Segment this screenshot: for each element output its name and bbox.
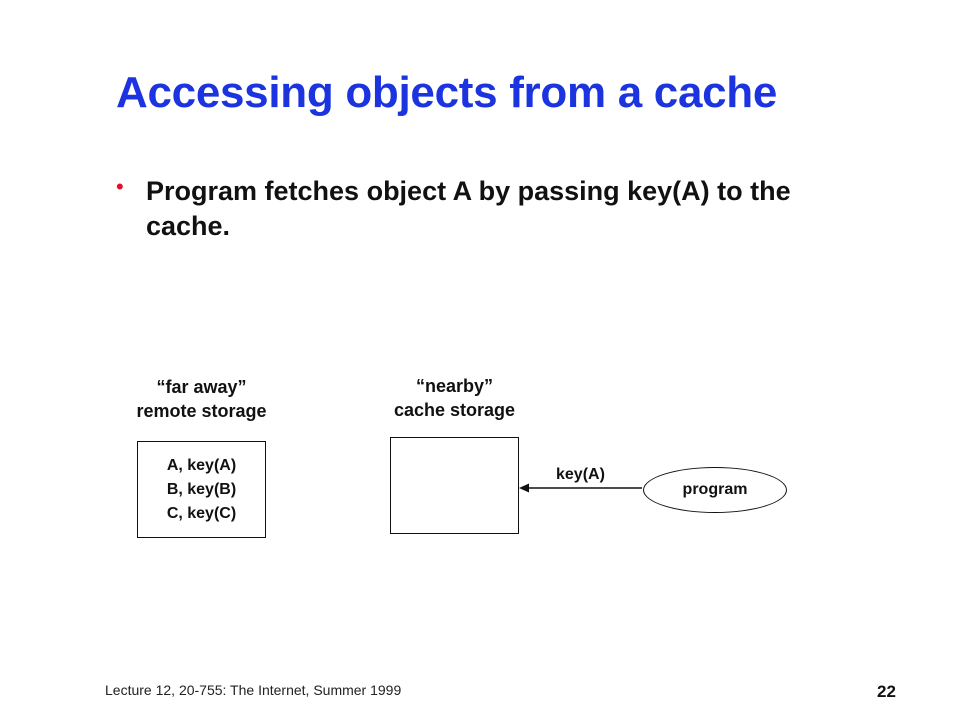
footer-text: Lecture 12, 20-755: The Internet, Summer… <box>105 682 402 698</box>
program-oval: program <box>643 467 787 513</box>
cache-storage-box <box>390 437 519 534</box>
slide-title: Accessing objects from a cache <box>116 68 778 117</box>
bullet-dot-icon: • <box>116 174 124 199</box>
remote-item: B, key(B) <box>166 480 237 498</box>
arrow-label: key(A) <box>556 466 605 483</box>
remote-item: C, key(C) <box>166 504 237 522</box>
remote-caption-line-1: “far away” <box>156 377 247 397</box>
remote-storage-box: A, key(A) B, key(B) C, key(C) <box>137 441 266 538</box>
cache-caption-line-1: “nearby” <box>415 376 494 396</box>
cache-caption-line-2: cache storage <box>393 400 516 420</box>
remote-storage-caption: “far away” remote storage <box>117 375 286 423</box>
remote-item: A, key(A) <box>166 456 237 474</box>
arrowhead-icon <box>519 483 529 493</box>
remote-caption-line-2: remote storage <box>136 401 267 421</box>
page-number: 22 <box>877 682 896 701</box>
request-arrow <box>519 483 642 493</box>
bullet-text: Program fetches object A by passing key(… <box>146 176 791 241</box>
program-label: program <box>682 481 748 498</box>
cache-storage-caption: “nearby” cache storage <box>370 374 539 422</box>
